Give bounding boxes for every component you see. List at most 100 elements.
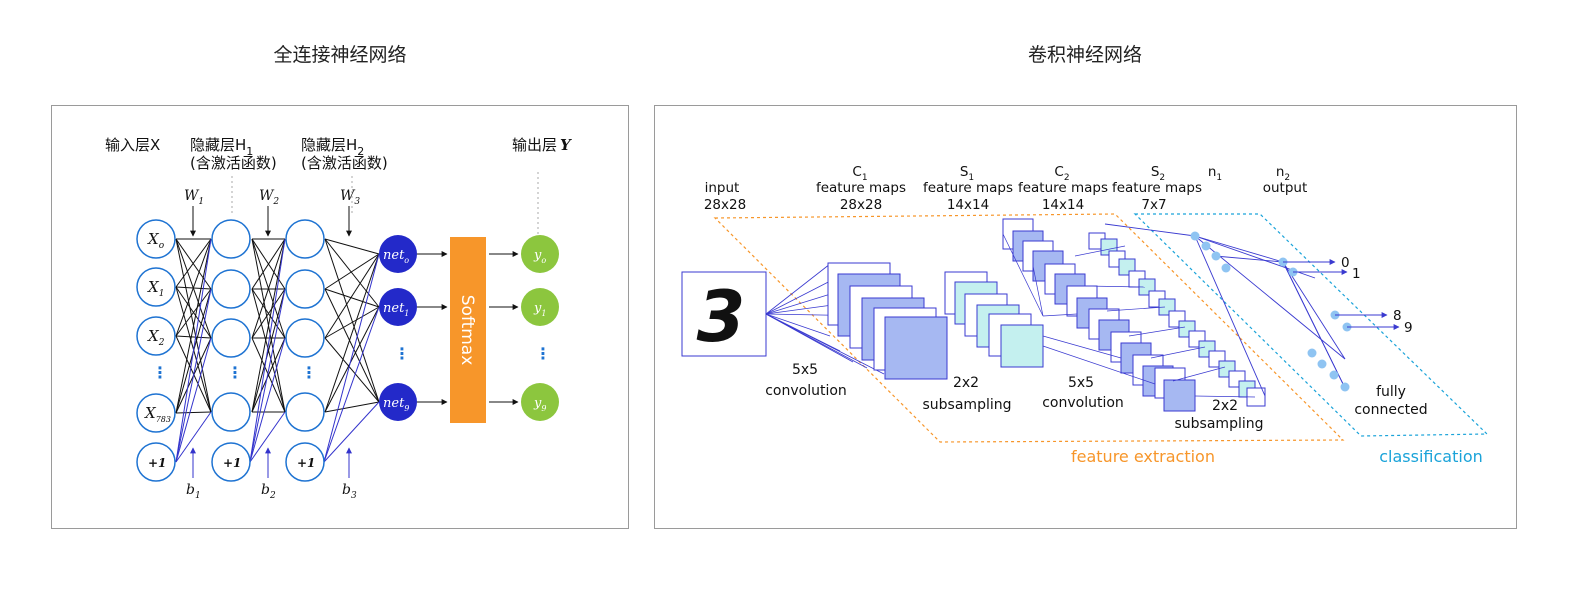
- svg-text:y1: y1: [533, 301, 546, 318]
- cnn-diagram: input 28x28 C1 feature maps 28x28 S1 fea…: [681, 164, 1489, 466]
- guide-lines: [231, 172, 539, 246]
- feature-extraction-label: feature extraction: [1071, 447, 1215, 466]
- hidden1-nodes: [211, 219, 251, 482]
- cnn-layer-labels: input 28x28 C1 feature maps 28x28 S1 fea…: [704, 164, 1307, 213]
- svg-text:n1: n1: [1208, 164, 1222, 183]
- bias-node: [136, 442, 176, 482]
- output-nodes: yo y1 y9: [521, 235, 559, 421]
- svg-text:Xo: Xo: [147, 230, 165, 251]
- input-node: [136, 393, 176, 433]
- svg-text:b1: b1: [186, 482, 201, 501]
- svg-text:b3: b3: [342, 482, 357, 501]
- hidden2-label: 隐藏层H2: [301, 136, 364, 158]
- svg-text:fully: fully: [1376, 384, 1406, 400]
- hidden1-label: 隐藏层H1: [190, 136, 253, 158]
- input-node-labels: Xo X1 X2 X783 +1: [144, 230, 171, 470]
- input-layer-label: 输入层X: [105, 136, 160, 154]
- fc-edges: [175, 238, 519, 463]
- svg-text:5x5: 5x5: [1068, 375, 1094, 391]
- svg-text:S2: S2: [1151, 164, 1165, 183]
- svg-text:2x2: 2x2: [953, 375, 979, 391]
- svg-text:9: 9: [1404, 320, 1413, 336]
- c1-feature-maps: [827, 262, 948, 380]
- n1-nodes: [1190, 231, 1350, 392]
- svg-text:feature maps: feature maps: [923, 180, 1013, 196]
- svg-text:28x28: 28x28: [704, 197, 746, 213]
- input-nodes: [136, 219, 176, 482]
- svg-text:convolution: convolution: [1042, 395, 1124, 411]
- softmax-label: Softmax: [457, 295, 477, 366]
- c2-feature-maps: [1002, 218, 1196, 412]
- classification-label: classification: [1379, 447, 1483, 466]
- svg-text:y9: y9: [533, 396, 546, 413]
- svg-text:C2: C2: [1054, 164, 1069, 183]
- hidden1-activation: (含激活函数): [190, 154, 277, 172]
- svg-text:n2: n2: [1276, 164, 1290, 183]
- svg-text:yo: yo: [533, 248, 546, 265]
- svg-text:⋮: ⋮: [394, 344, 410, 363]
- svg-text:⋮: ⋮: [301, 363, 317, 382]
- input-node: [136, 267, 176, 307]
- svg-text:⋮: ⋮: [152, 363, 168, 382]
- svg-text:b2: b2: [261, 482, 276, 501]
- svg-text:subsampling: subsampling: [923, 397, 1012, 413]
- ellipsis-dots: ⋮ ⋮ ⋮ ⋮ ⋮: [152, 344, 551, 382]
- svg-text:2x2: 2x2: [1212, 398, 1238, 414]
- hidden1-bias-label: +1: [223, 456, 241, 470]
- svg-text:28x28: 28x28: [840, 197, 882, 213]
- svg-text:1: 1: [1352, 266, 1361, 282]
- svg-text:X783: X783: [144, 404, 171, 424]
- hidden2-activation: (含激活函数): [301, 154, 388, 172]
- input-digit: 3: [697, 276, 746, 358]
- hidden2-bias-label: +1: [297, 456, 315, 470]
- svg-text:0: 0: [1341, 255, 1350, 271]
- left-title: 全连接神经网络: [273, 44, 407, 66]
- svg-text:S1: S1: [960, 164, 974, 183]
- input-image: [681, 271, 767, 357]
- cnn-panel: input 28x28 C1 feature maps 28x28 S1 fea…: [654, 105, 1517, 529]
- svg-text:W2: W2: [259, 188, 279, 207]
- svg-text:⋮: ⋮: [535, 344, 551, 363]
- classification-region: [1133, 213, 1489, 437]
- svg-text:⋮: ⋮: [227, 363, 243, 382]
- output-arrows: [1278, 257, 1400, 332]
- svg-text:C1: C1: [852, 164, 867, 183]
- svg-text:14x14: 14x14: [947, 197, 989, 213]
- svg-text:connected: connected: [1354, 402, 1427, 418]
- feature-extraction-region: [713, 213, 1345, 443]
- s2-feature-maps: [1088, 232, 1266, 407]
- weight-labels: W1 W2 W3: [184, 188, 360, 237]
- svg-text:input: input: [705, 180, 740, 196]
- input-node: [136, 219, 176, 259]
- hidden2-nodes: [285, 219, 325, 482]
- svg-text:output: output: [1263, 180, 1308, 196]
- svg-text:5x5: 5x5: [792, 362, 818, 378]
- svg-text:W3: W3: [340, 188, 360, 207]
- output-labels: 0 1 8 9: [1341, 255, 1413, 336]
- svg-text:feature maps: feature maps: [1018, 180, 1108, 196]
- softmax-block: [450, 237, 486, 423]
- conv2-lines: [1002, 233, 1256, 398]
- svg-text:X1: X1: [147, 278, 164, 299]
- svg-text:+1: +1: [148, 456, 166, 470]
- s1-feature-maps: [944, 271, 1044, 368]
- svg-text:7x7: 7x7: [1141, 197, 1166, 213]
- svg-text:subsampling: subsampling: [1175, 416, 1264, 432]
- bias-arrows: b1 b2 b3: [186, 447, 357, 501]
- svg-text:net9: net9: [383, 396, 409, 413]
- svg-text:W1: W1: [184, 188, 204, 207]
- svg-text:8: 8: [1393, 308, 1402, 324]
- svg-text:feature maps: feature maps: [1112, 180, 1202, 196]
- svg-text:14x14: 14x14: [1042, 197, 1084, 213]
- cnn-op-labels: 5x5 convolution 2x2 subsampling 5x5 conv…: [765, 362, 1427, 432]
- svg-text:feature maps: feature maps: [816, 180, 906, 196]
- right-title: 卷积神经网络: [1027, 44, 1142, 66]
- net-nodes: neto net1 net9: [379, 235, 417, 421]
- input-node: [136, 316, 176, 356]
- svg-text:net1: net1: [383, 301, 409, 318]
- conv1-lines: [765, 263, 885, 375]
- svg-text:neto: neto: [383, 248, 409, 265]
